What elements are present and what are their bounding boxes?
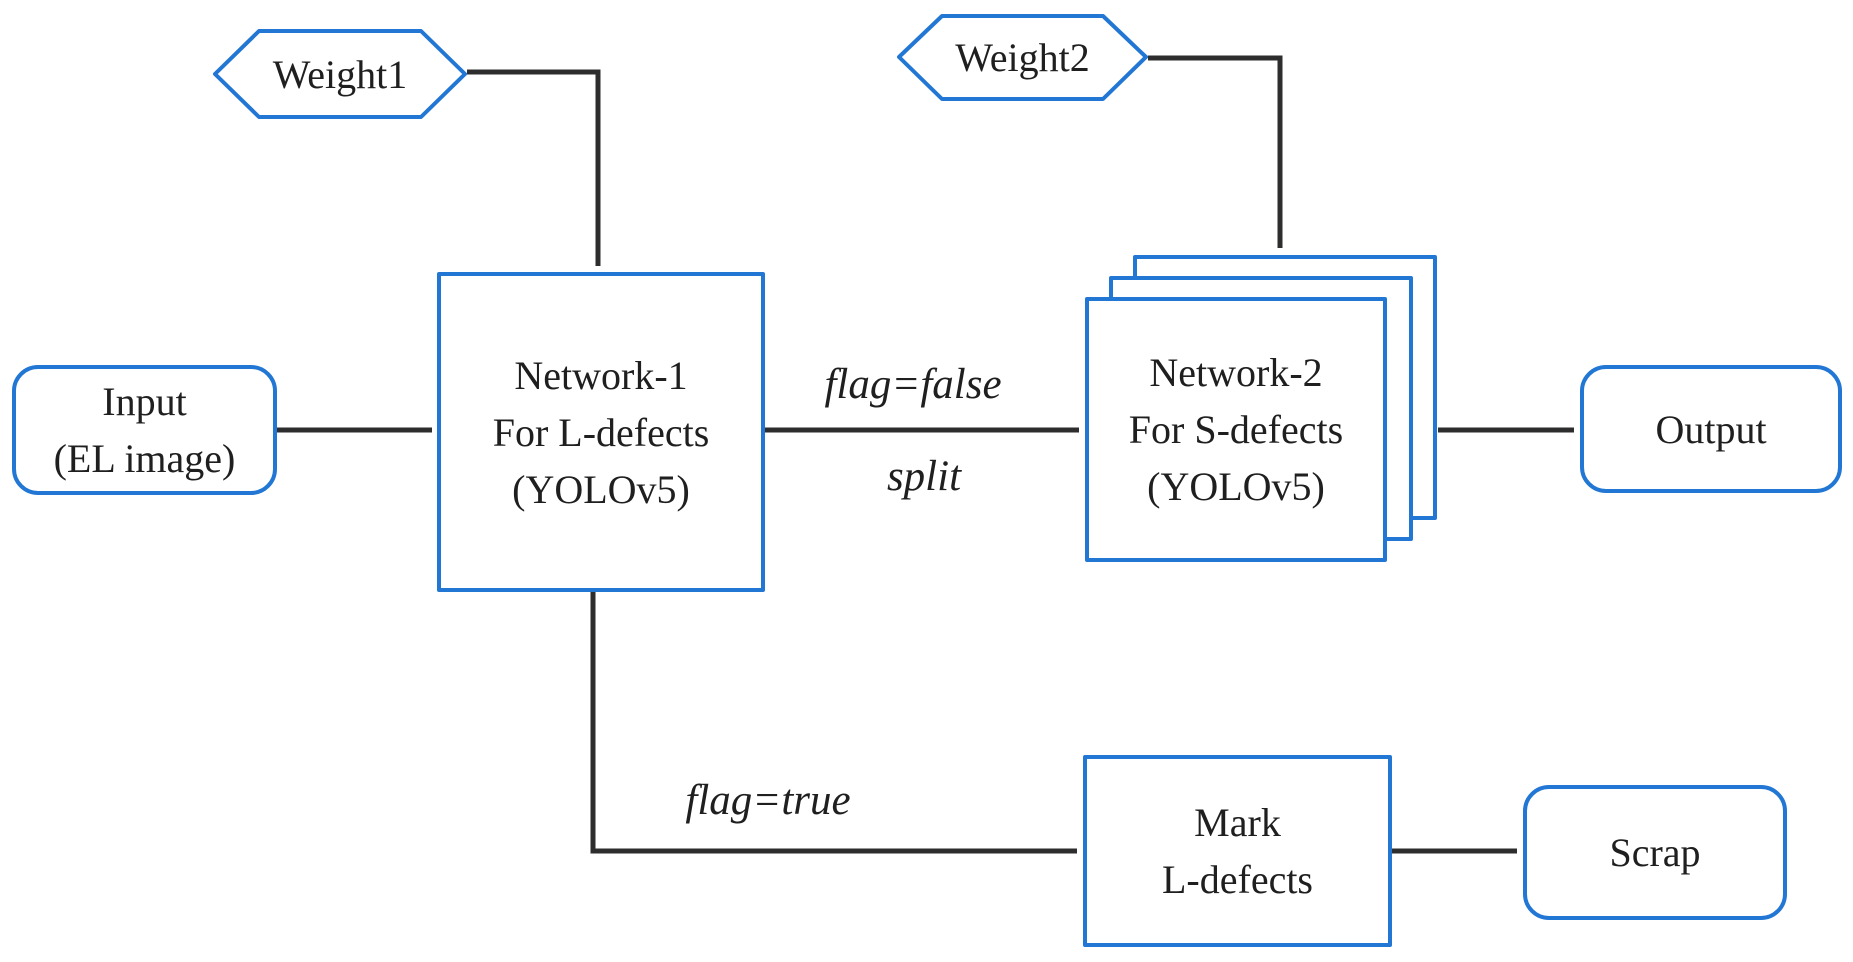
network2-label-line1: Network-2 xyxy=(1149,350,1323,395)
weight1-node: Weight1 xyxy=(213,28,467,120)
network1-node: Network-1 For L-defects (YOLOv5) xyxy=(437,272,765,592)
edge-label-flag-false: flag=false xyxy=(824,361,1002,408)
weight2-node: Weight2 xyxy=(897,13,1148,102)
input-label-line2: (EL image) xyxy=(53,436,236,481)
output-node: Output xyxy=(1580,365,1842,493)
input-node: Input (EL image) xyxy=(12,365,277,495)
network1-label-line3: (YOLOv5) xyxy=(512,466,690,512)
scrap-label: Scrap xyxy=(1609,830,1701,875)
weight1-label: Weight1 xyxy=(272,51,408,97)
network1-label-line2: For L-defects xyxy=(492,409,710,455)
edge-weight2-to-network2 xyxy=(1148,55,1283,248)
mark-ldefects-node: Mark L-defects xyxy=(1083,755,1392,947)
weight2-label: Weight2 xyxy=(955,35,1090,80)
network2-node: Network-2 For S-defects (YOLOv5) xyxy=(1085,297,1387,562)
mark-label-line1: Mark xyxy=(1194,800,1281,845)
edge-label-split: split xyxy=(886,453,962,500)
output-label: Output xyxy=(1655,406,1767,452)
network2-label-line3: (YOLOv5) xyxy=(1147,464,1325,509)
edge-label-flag-true: flag=true xyxy=(685,777,851,824)
hexagon-shape xyxy=(897,14,1148,101)
network2-label-line2: For S-defects xyxy=(1128,407,1344,452)
edge-weight1-to-network1 xyxy=(467,69,601,266)
hexagon-shape xyxy=(213,29,467,119)
mark-label-line2: L-defects xyxy=(1161,857,1313,902)
scrap-node: Scrap xyxy=(1523,785,1787,920)
network1-label-line1: Network-1 xyxy=(514,352,688,398)
input-label-line1: Input xyxy=(102,379,187,424)
